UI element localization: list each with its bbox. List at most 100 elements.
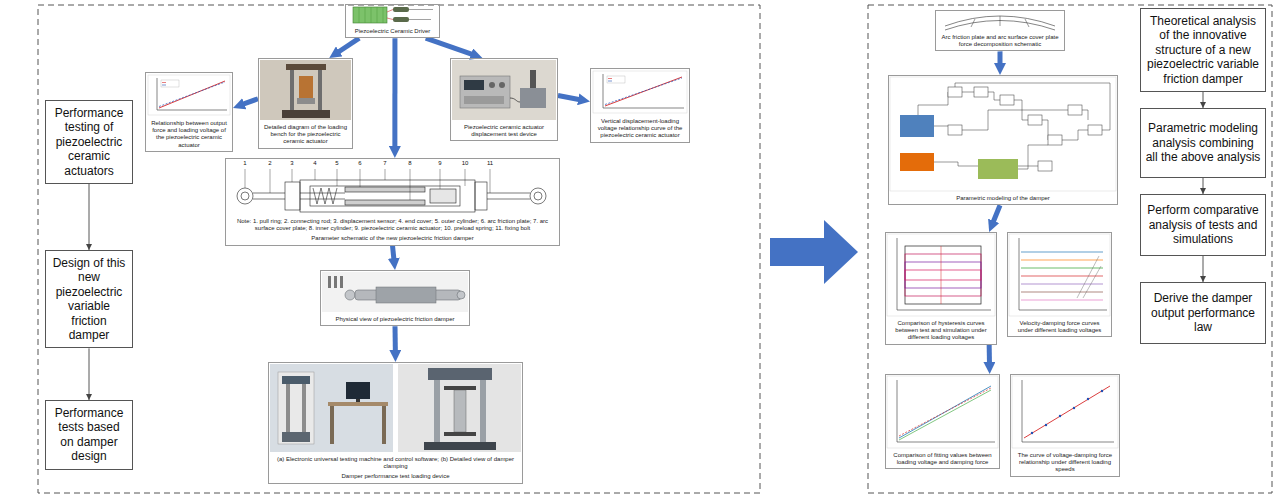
damper-photo-part [376,287,436,303]
figure-caption: Arc friction plate and arc surface cover… [936,33,1064,50]
force-voltage-chart-part [157,78,227,110]
figure-caption: Parametric modeling of the damper [889,194,1117,204]
damper-photo-part [334,276,337,288]
figure-caption: Comparison of hysteresis curves between … [886,319,996,344]
damper-section-drawing-part [285,182,300,210]
hysteresis-chart [887,234,995,316]
displacement-device-photo-part [452,60,556,120]
simulink-model-part-part [974,87,988,97]
figure-area [886,233,996,319]
piezo-driver-picture-part [359,7,383,23]
flow-arrow [338,38,360,52]
damper-section-drawing-part [430,189,456,203]
test-photos-part [282,376,310,384]
piezo-driver-picture-part [393,17,409,22]
flow-arrow [393,246,394,260]
displacement-voltage-chart [593,71,687,113]
damper-section-drawing-part [241,192,249,200]
test-photos-part [286,384,290,432]
process-box: Perform comparative analysis of tests an… [1140,194,1266,256]
piezo-driver-picture-part [353,7,387,23]
velocity-chart-part [1009,234,1110,316]
damper-photo [322,272,468,312]
figure-area [146,73,232,119]
force-decomposition-sketch-part [971,16,1029,27]
piezo-driver-picture-part [393,7,409,12]
simulink-model [890,77,1116,191]
flow-arrow [242,99,258,105]
fitting-chart-part [899,390,991,440]
damper-photo-part [328,276,331,288]
piezo-driver-picture [353,7,433,23]
step-arrow [1203,92,1204,108]
damper-section-drawing-part [475,182,487,210]
test-photos-part [302,384,306,432]
hysteresis-chart-part [897,238,991,310]
force-voltage-chart-part [162,85,166,86]
voltage-force-chart-part-part [1059,415,1061,417]
loading-bench-photo-part [282,110,330,118]
figure-area [1011,375,1119,451]
figure-area [886,375,999,451]
damper-photo-part [345,290,355,300]
dashed-panel [868,5,1272,493]
figure-area [346,5,439,27]
displacement-device-photo-part [489,82,495,88]
callout-number: 9 [438,160,441,166]
step-arrow [1203,256,1204,282]
displacement-voltage-chart-part [603,74,684,108]
velocity-chart-part [1077,256,1101,298]
loading-bench-photo-part [299,76,313,98]
figure-caption: Note: 1. pull ring; 2. connecting rod; 3… [226,217,559,234]
step-text: Theoretical analysis of the innovative s… [1145,14,1261,86]
test-photos-part [434,380,440,442]
velocity-chart [1009,234,1110,316]
figure-panel: Relationship between output force and lo… [145,72,233,152]
flow-arrow [558,96,580,100]
test-photos-part [454,390,466,432]
hysteresis-chart-part [905,262,981,288]
voltage-force-chart-part-part [1073,407,1075,409]
step-text: Design of this new piezoelectric variabl… [50,256,128,342]
figure-area [451,59,557,123]
force-decomposition-sketch-part [945,16,1055,26]
velocity-chart-part [1021,268,1103,269]
figure-area [226,159,559,217]
process-box: Performance tests based on damper design [45,400,133,470]
voltage-force-chart [1012,376,1118,448]
voltage-force-chart-part-part [1101,390,1103,392]
simulink-model-part-part [948,87,962,97]
process-box: Theoretical analysis of the innovative s… [1140,8,1266,92]
figure-caption: Vertical displacement-loading voltage re… [591,117,689,142]
simulink-model-part-part [1048,135,1062,145]
force-voltage-chart-part [162,82,166,83]
force-voltage-chart-part [159,81,225,108]
simulink-model-part-part [918,83,1110,169]
displacement-voltage-chart-part [608,81,612,82]
test-photos [270,364,521,452]
damper-section-drawing-part [237,188,253,204]
figure-panel: (a) Electronic universal testing machine… [268,362,523,484]
figure-panel: Arc friction plate and arc surface cover… [935,10,1065,51]
figure-panel: Physical view of piezoelectric friction … [320,270,470,326]
test-photos-part [444,432,476,436]
velocity-chart-part [1021,300,1103,301]
voltage-force-chart-part [1031,390,1103,434]
figure-panel: Piezoelectric ceramic actuator displacem… [450,58,558,141]
figure-panel: Velocity-damping force curves under diff… [1007,232,1112,337]
figure-panel: Comparison of fitting values between loa… [885,374,1000,469]
displacement-device-photo [452,60,556,120]
callout-number: 4 [313,160,316,166]
loading-bench-photo-part [318,70,322,110]
displacement-voltage-chart-part [608,78,612,79]
loading-bench-photo-part [290,70,294,110]
figure-caption: Velocity-damping force curves under diff… [1008,319,1111,336]
velocity-chart-part [1021,276,1103,277]
hysteresis-chart-part [905,270,981,280]
simulink-model-part-part [1028,115,1042,125]
simulink-model-part [900,115,934,137]
test-photos-part [382,406,386,444]
process-box: Performance testing of piezoelectric cer… [45,100,133,184]
flow-arrow [987,345,992,364]
figure-caption: Piezoelectric Ceramic Driver [346,27,439,37]
